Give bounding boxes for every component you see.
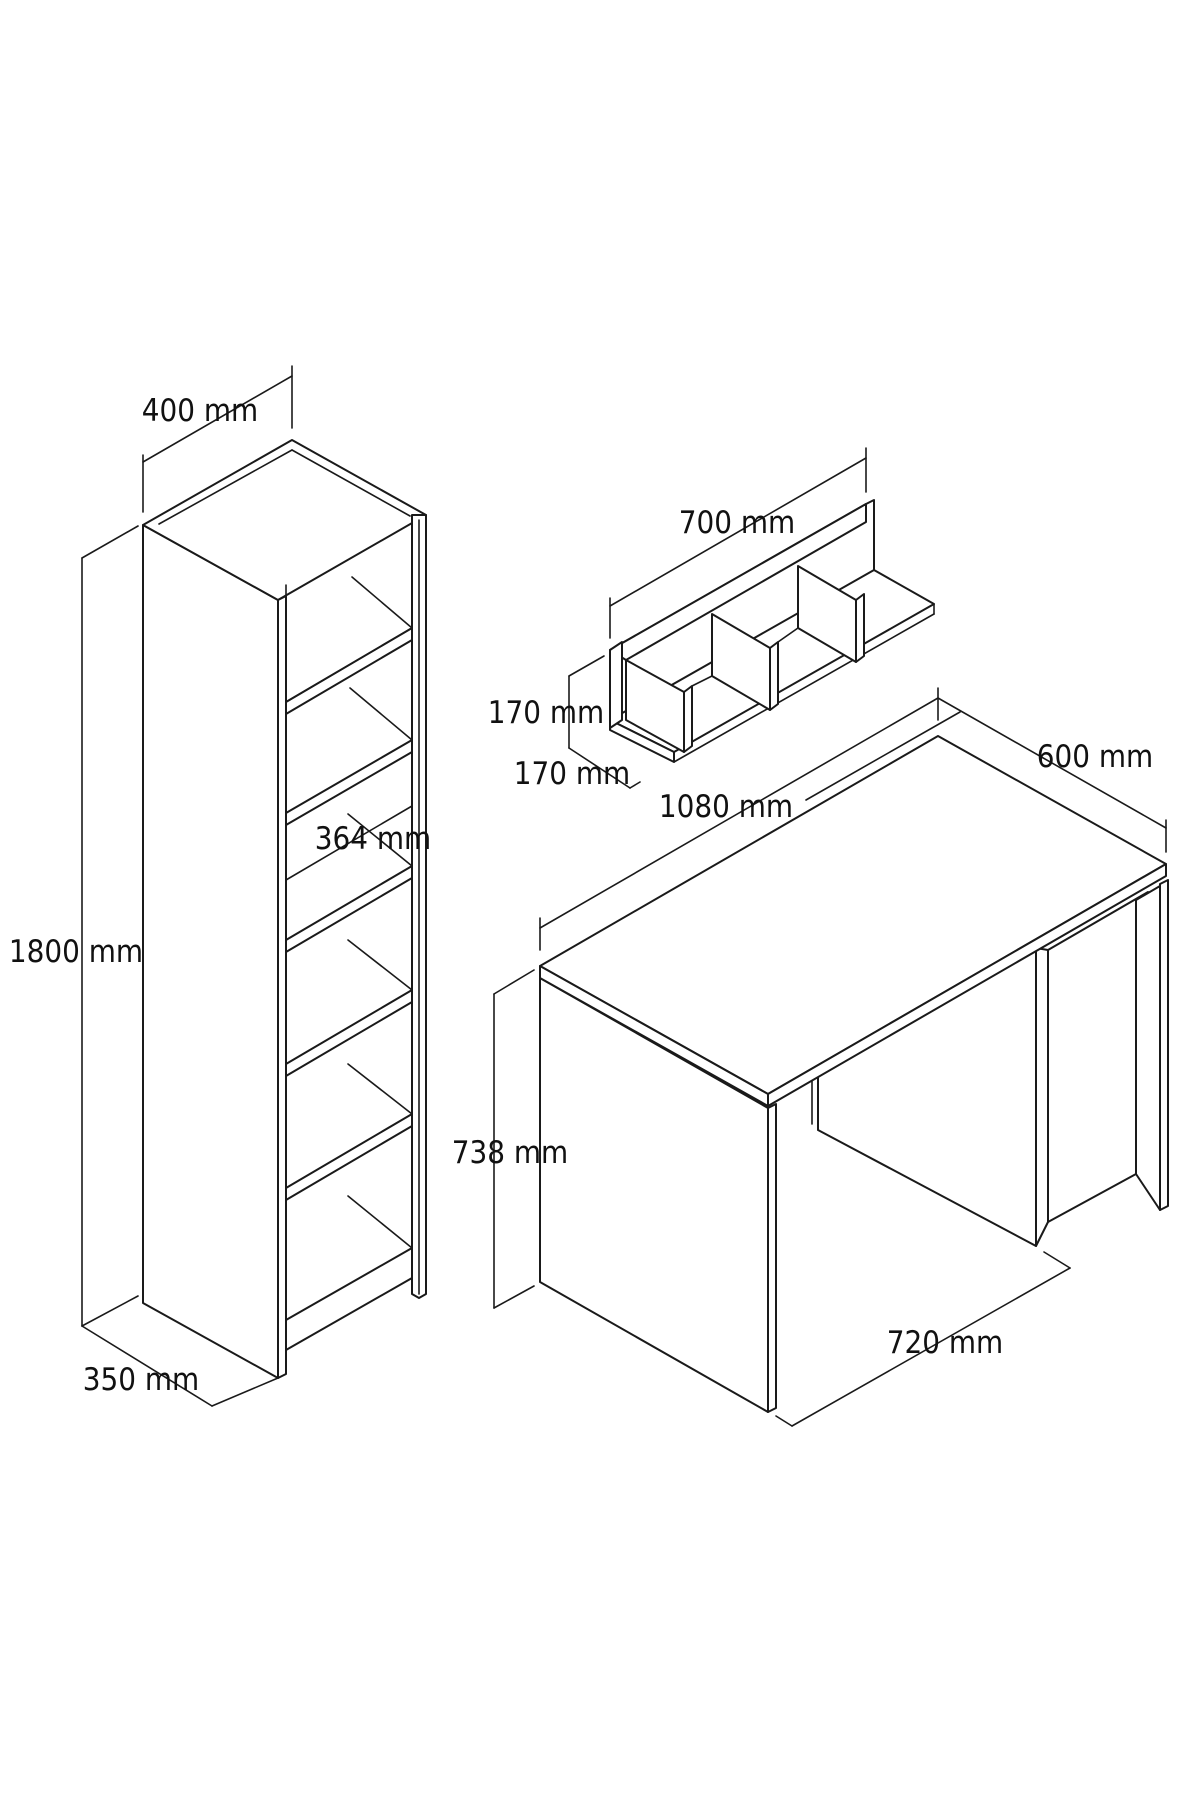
desk (493, 687, 1169, 1427)
label-bookcase-depth: 350 mm (83, 1362, 199, 1398)
wall-shelf (568, 447, 935, 789)
bookcase (81, 365, 427, 1407)
label-wall-shelf-depth: 170 mm (514, 756, 630, 792)
label-desk-length: 1080 mm (659, 789, 793, 825)
bookcase-shelf (285, 627, 413, 715)
wall-shelf-divider (769, 641, 779, 711)
bookcase-front-edge (277, 595, 287, 1379)
label-bookcase-width: 400 mm (142, 393, 258, 429)
label-desk-leg-span: 720 mm (887, 1325, 1003, 1361)
label-desk-height: 738 mm (452, 1135, 568, 1171)
desk-right-pedestal-back (1047, 891, 1149, 1223)
desk-top-side-edge (767, 863, 1167, 1107)
label-bookcase-height: 1800 mm (9, 934, 143, 970)
desk-pedestal-door (1035, 947, 1049, 1247)
label-wall-shelf-height: 170 mm (488, 695, 604, 731)
label-desk-depth: 600 mm (1037, 739, 1153, 775)
desk-right-pedestal-inner (1135, 885, 1161, 1211)
bookcase-shelf (285, 989, 413, 1077)
bookcase-shelf (285, 865, 413, 953)
bookcase-bottom-shelf (285, 1247, 413, 1351)
bookcase-shelves (285, 576, 413, 1351)
bookcase-side-panel (142, 524, 279, 1379)
desk-left-leg-edge (767, 1103, 777, 1413)
label-wall-shelf-length: 700 mm (679, 505, 795, 541)
wall-shelf-divider (683, 685, 693, 753)
bookcase-shelf (285, 1113, 413, 1201)
desk-right-pedestal-side (1159, 879, 1169, 1211)
bookcase-shelf (285, 739, 413, 826)
label-bookcase-shelf-spacing: 364 mm (315, 821, 431, 857)
dimension-labels: 400 mm 1800 mm 350 mm 364 mm 700 mm 170 … (9, 393, 1153, 1398)
wall-shelf-divider (855, 593, 865, 663)
wall-shelf-left-panel (609, 641, 623, 729)
